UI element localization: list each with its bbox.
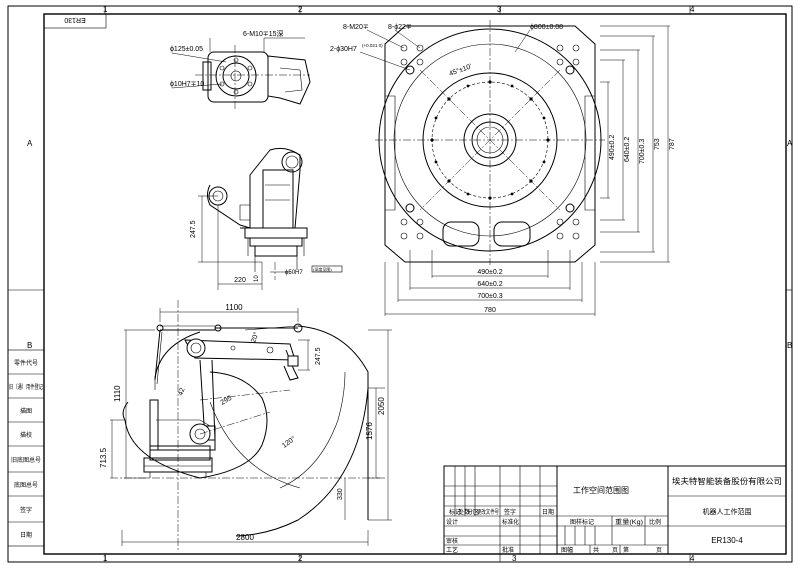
zone-top-1: 1 [103, 5, 108, 14]
zone-bottom-4: 4 [690, 554, 695, 563]
tb-stage-mark-label: 图样标记 [570, 518, 594, 526]
tb-page-unit-1: 页 [612, 547, 618, 554]
base-vdim-5: 787 [669, 138, 676, 150]
base-bolt-circle-holes [430, 80, 550, 200]
tb-check-label: 审核 [446, 537, 458, 545]
side-offset-dim: 10 [254, 275, 260, 282]
row-right-a: A [787, 139, 793, 148]
tb-change-doc-label: 更改文件号 [477, 508, 499, 516]
base-angle: 45°±10' [448, 62, 473, 78]
view-base-plan: 8-M20∓ 8-ϕ22∓ 2-ϕ30H7 (+0.021 0) ϕ800±0.… [330, 20, 676, 316]
env-upper-offset: 247.5 [315, 347, 322, 365]
tb-approve-label: 批准 [502, 546, 514, 554]
tb-drawing-no: ER130-4 [711, 536, 743, 545]
tb-weight-label: 重量(Kg) [615, 518, 643, 526]
env-base-height: 713.5 [99, 447, 108, 468]
base-pin-holes: 2-ϕ30H7 [330, 46, 357, 53]
tb-standardize-label: 标准化 [502, 518, 519, 526]
tb-total-label: 共 [593, 546, 599, 554]
left-col-base-no: 底图总号 [14, 481, 38, 489]
left-col-tracing: 描图 [20, 407, 32, 415]
tb-date-label: 日期 [542, 508, 554, 516]
view-top-flange: 6-M10∓15深 ϕ125±0.05 ϕ10H7∓10 [170, 29, 311, 110]
corner-tag-text: ER130 [64, 16, 86, 23]
base-hdim-1: 490±0.2 [477, 269, 502, 276]
base-hdim-3: 700±0.3 [477, 293, 502, 300]
base-corner-holes [400, 44, 580, 240]
side-width-dim: 220 [234, 277, 246, 284]
zone-bottom-3: 3 [512, 554, 517, 563]
row-left-b: B [27, 341, 32, 350]
zone-top-2: 2 [298, 5, 303, 14]
tb-zone-label: 分区 [467, 508, 479, 516]
drawing-border [7, 5, 793, 563]
zone-top-4: 4 [690, 5, 695, 14]
row-left-a: A [27, 139, 33, 148]
tb-mark-label: 标记 [449, 508, 461, 516]
side-bore-dim: ϕ50H7 [285, 270, 303, 276]
env-angle-4: 20° [249, 331, 260, 344]
view-work-envelope: 1100 1110 713.5 1576 2050 330 2800 247.5… [99, 300, 392, 550]
left-col-date: 日期 [20, 531, 32, 539]
tb-drawing-name: 工作空间范围图 [573, 485, 629, 495]
left-col-old-base-no: 旧底图总号 [11, 456, 41, 464]
zone-bottom-1: 1 [103, 554, 108, 563]
tb-page-unit-2: 页 [656, 547, 662, 554]
base-holes-b: 8-ϕ22∓ [388, 24, 412, 31]
tb-sheet-label: 第 [623, 546, 629, 554]
side-bore-note: (深度见图) [313, 266, 332, 272]
top-pin-dia: ϕ10H7∓10 [170, 81, 204, 88]
env-top-reach: 1100 [225, 303, 243, 312]
base-vdim-2: 640±0.2 [624, 137, 631, 162]
env-angle-2: 42 [177, 387, 186, 397]
base-pin-tol: (+0.021 0) [362, 43, 383, 48]
tb-count-label: 处数 [458, 508, 470, 516]
left-col-trace-check: 描校 [20, 431, 32, 439]
zone-bottom-2: 2 [298, 554, 303, 563]
base-bolt-circle: ϕ800±0.08 [530, 24, 563, 31]
tb-scale-label: 比例 [649, 518, 661, 526]
envelope-robot-arm [143, 323, 303, 478]
left-column-table: 零件代号 旧（通）用件登记 描图 描校 旧底图总号 底图总号 签字 日期 [7, 349, 45, 547]
env-angle-1: 120° [281, 435, 298, 450]
base-holes-a: 8-M20∓ [343, 24, 369, 31]
tb-product-name: 机器人工作范围 [703, 507, 752, 516]
top-flange-dia: ϕ125±0.05 [170, 46, 203, 53]
env-angle-3: 295 [220, 395, 234, 407]
title-block: 工作空间范围图 埃夫特智能装备股份有限公司 机器人工作范围 ER130-4 标记… [443, 465, 787, 555]
tb-design-label: 设计 [446, 518, 458, 526]
tb-signature-label: 签字 [504, 508, 516, 516]
left-col-common-reg: 旧（通）用件登记 [9, 383, 43, 391]
env-outer-height: 2050 [377, 397, 386, 415]
zone-labels: 1 2 3 4 1 2 3 4 A B A B [27, 5, 793, 563]
corner-tag: ER130 [43, 13, 107, 29]
row-right-b: B [787, 341, 792, 350]
tb-drawing-label: 图幅 [561, 546, 573, 554]
tb-process-label: 工艺 [446, 546, 458, 554]
left-col-part-code: 零件代号 [14, 359, 38, 367]
env-left-height: 1110 [113, 385, 122, 402]
base-vdim-1: 490±0.2 [609, 135, 616, 160]
side-height-dim: 247.5 [190, 220, 197, 238]
base-vdim-3: 700±0.3 [639, 139, 646, 164]
zone-top-3: 3 [497, 5, 502, 14]
env-inner-height: 1576 [365, 422, 374, 440]
top-bolt-note: 6-M10∓15深 [243, 29, 284, 38]
left-col-signature: 签字 [20, 506, 32, 514]
env-bottom-height: 330 [337, 488, 344, 500]
env-radius: 2800 [236, 533, 254, 542]
base-hdim-2: 640±0.2 [477, 281, 502, 288]
base-hdim-4: 780 [484, 307, 496, 314]
base-vdim-4: 753 [654, 138, 661, 150]
view-side: 247.5 220 10 ϕ50H7 (深度见图) [190, 147, 343, 290]
tb-company: 埃夫特智能装备股份有限公司 [672, 476, 782, 486]
